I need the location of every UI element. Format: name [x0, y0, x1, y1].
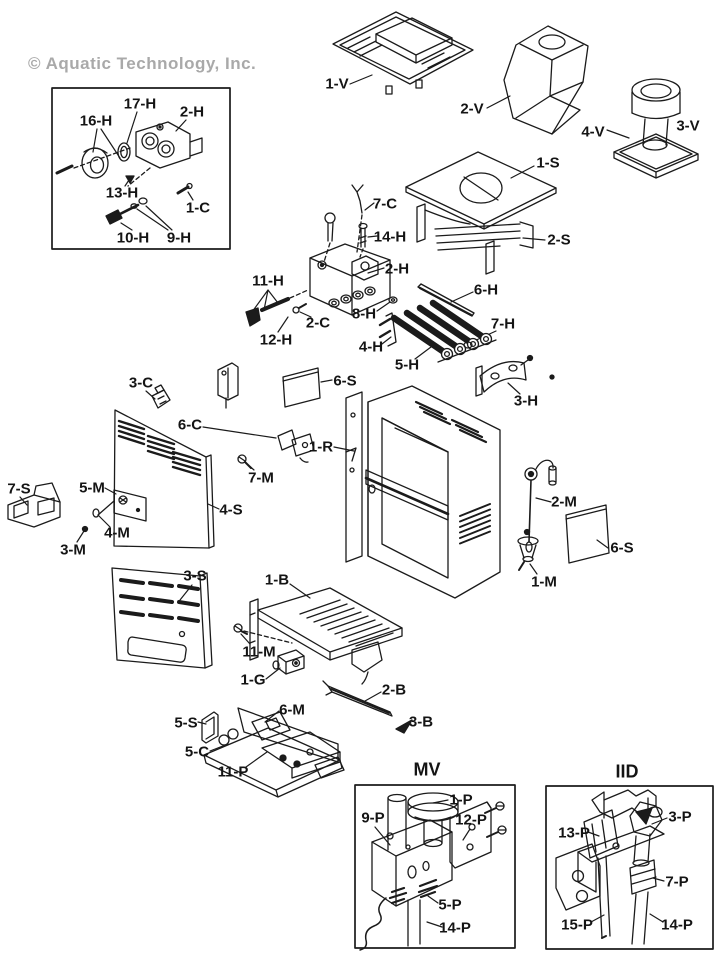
- part-label-3-b: 3-B: [408, 713, 434, 731]
- sensor-art: [517, 459, 610, 571]
- front-panel-art: [111, 567, 213, 669]
- sight-glass-art: [7, 482, 61, 528]
- gas-valve-art: [245, 243, 398, 327]
- inset-hardware-box: [51, 87, 231, 250]
- mv-inset-art: [354, 784, 516, 951]
- watermark: © Aquatic Technology, Inc.: [28, 54, 257, 73]
- part-label-9-h: 9-H: [166, 229, 192, 247]
- part-label-14-p-mv: 14-P: [439, 919, 471, 937]
- stack-fitting-art: [613, 78, 699, 179]
- part-label-2-b: 2-B: [381, 681, 407, 699]
- part-label-13-h: 13-H: [105, 184, 139, 202]
- part-label-5-m: 5-M: [79, 479, 105, 497]
- part-label-14-h: 14-H: [373, 228, 407, 246]
- part-label-3-v: 3-V: [676, 117, 700, 135]
- part-label-3-p: 3-P: [668, 808, 692, 826]
- part-label-13-p: 13-P: [558, 824, 590, 842]
- part-label-12-p: 12-P: [455, 811, 487, 829]
- top-tray-art: [332, 11, 474, 95]
- part-label-4-s: 4-S: [219, 501, 243, 519]
- part-label-3-m: 3-M: [60, 541, 86, 559]
- part-label-11-h: 11-H: [252, 272, 284, 290]
- part-label-1-g: 1-G: [240, 671, 266, 689]
- part-label-16-h: 16-H: [79, 112, 113, 130]
- part-label-2-c: 2-C: [305, 314, 331, 332]
- part-label-4-m: 4-M: [104, 524, 130, 542]
- part-label-7-m: 7-M: [248, 469, 274, 487]
- heat-exchanger-art: [345, 385, 501, 599]
- part-label-3-h: 3-H: [513, 392, 539, 410]
- part-label-6-m: 6-M: [279, 701, 305, 719]
- part-label-1-b: 1-B: [264, 571, 290, 589]
- part-label-10-h: 10-H: [116, 229, 150, 247]
- part-label-3-s: 3-S: [183, 567, 207, 585]
- part-label-5-p: 5-P: [438, 896, 462, 914]
- part-label-6-h: 6-H: [473, 281, 499, 299]
- part-label-11-m: 11-M: [242, 643, 276, 661]
- vent-hood-art: [503, 25, 589, 135]
- part-label-7-c: 7-C: [372, 195, 398, 213]
- small-plates-art: [151, 362, 321, 469]
- leader-lines: [19, 74, 668, 928]
- part-label-2-m: 2-M: [551, 493, 577, 511]
- part-label-1-v: 1-V: [325, 75, 349, 93]
- part-label-9-p: 9-P: [361, 809, 385, 827]
- pilot-wire-art: [323, 184, 368, 263]
- side-panel-art: [81, 409, 215, 549]
- mv-section-title: MV: [413, 759, 441, 780]
- part-label-5-s: 5-S: [174, 714, 198, 732]
- part-label-2-v: 2-V: [460, 100, 484, 118]
- part-label-6-c: 6-C: [177, 416, 203, 434]
- iid-section-title: IID: [615, 761, 639, 782]
- control-tray-art: [201, 707, 345, 798]
- part-label-7-s: 7-S: [7, 480, 31, 498]
- part-label-17-h: 17-H: [123, 95, 157, 113]
- burner-bank-art: [378, 283, 555, 397]
- part-label-6-s-upper: 6-S: [333, 372, 357, 390]
- part-label-7-p: 7-P: [665, 873, 689, 891]
- part-label-1-p: 1-P: [449, 791, 473, 809]
- top-plate-art: [405, 151, 557, 275]
- part-label-11-p: 11-P: [217, 763, 249, 781]
- part-label-3-c: 3-C: [128, 374, 154, 392]
- part-label-5-h: 5-H: [394, 356, 420, 374]
- part-label-1-m: 1-M: [531, 573, 557, 591]
- part-label-15-p: 15-P: [561, 916, 593, 934]
- iid-inset-art: [545, 785, 714, 950]
- part-label-12-h: 12-H: [259, 331, 293, 349]
- part-label-4-h: 4-H: [358, 338, 384, 356]
- part-label-1-c: 1-C: [185, 199, 211, 217]
- part-label-1-r: 1-R: [308, 438, 334, 456]
- part-label-2-h-inset: 2-H: [179, 103, 205, 121]
- part-label-2-h-main: 2-H: [384, 260, 410, 278]
- part-label-14-p-iid: 14-P: [661, 916, 693, 934]
- part-label-8-h: 8-H: [351, 305, 377, 323]
- burner-shelf-art: [233, 587, 403, 685]
- part-label-7-h: 7-H: [490, 315, 516, 333]
- part-label-5-c: 5-C: [184, 743, 210, 761]
- part-label-2-s: 2-S: [547, 231, 571, 249]
- part-label-6-s-right: 6-S: [610, 539, 634, 557]
- pilot-tube-art: [322, 680, 413, 734]
- part-label-1-s: 1-S: [536, 154, 560, 172]
- part-label-4-v: 4-V: [581, 123, 605, 141]
